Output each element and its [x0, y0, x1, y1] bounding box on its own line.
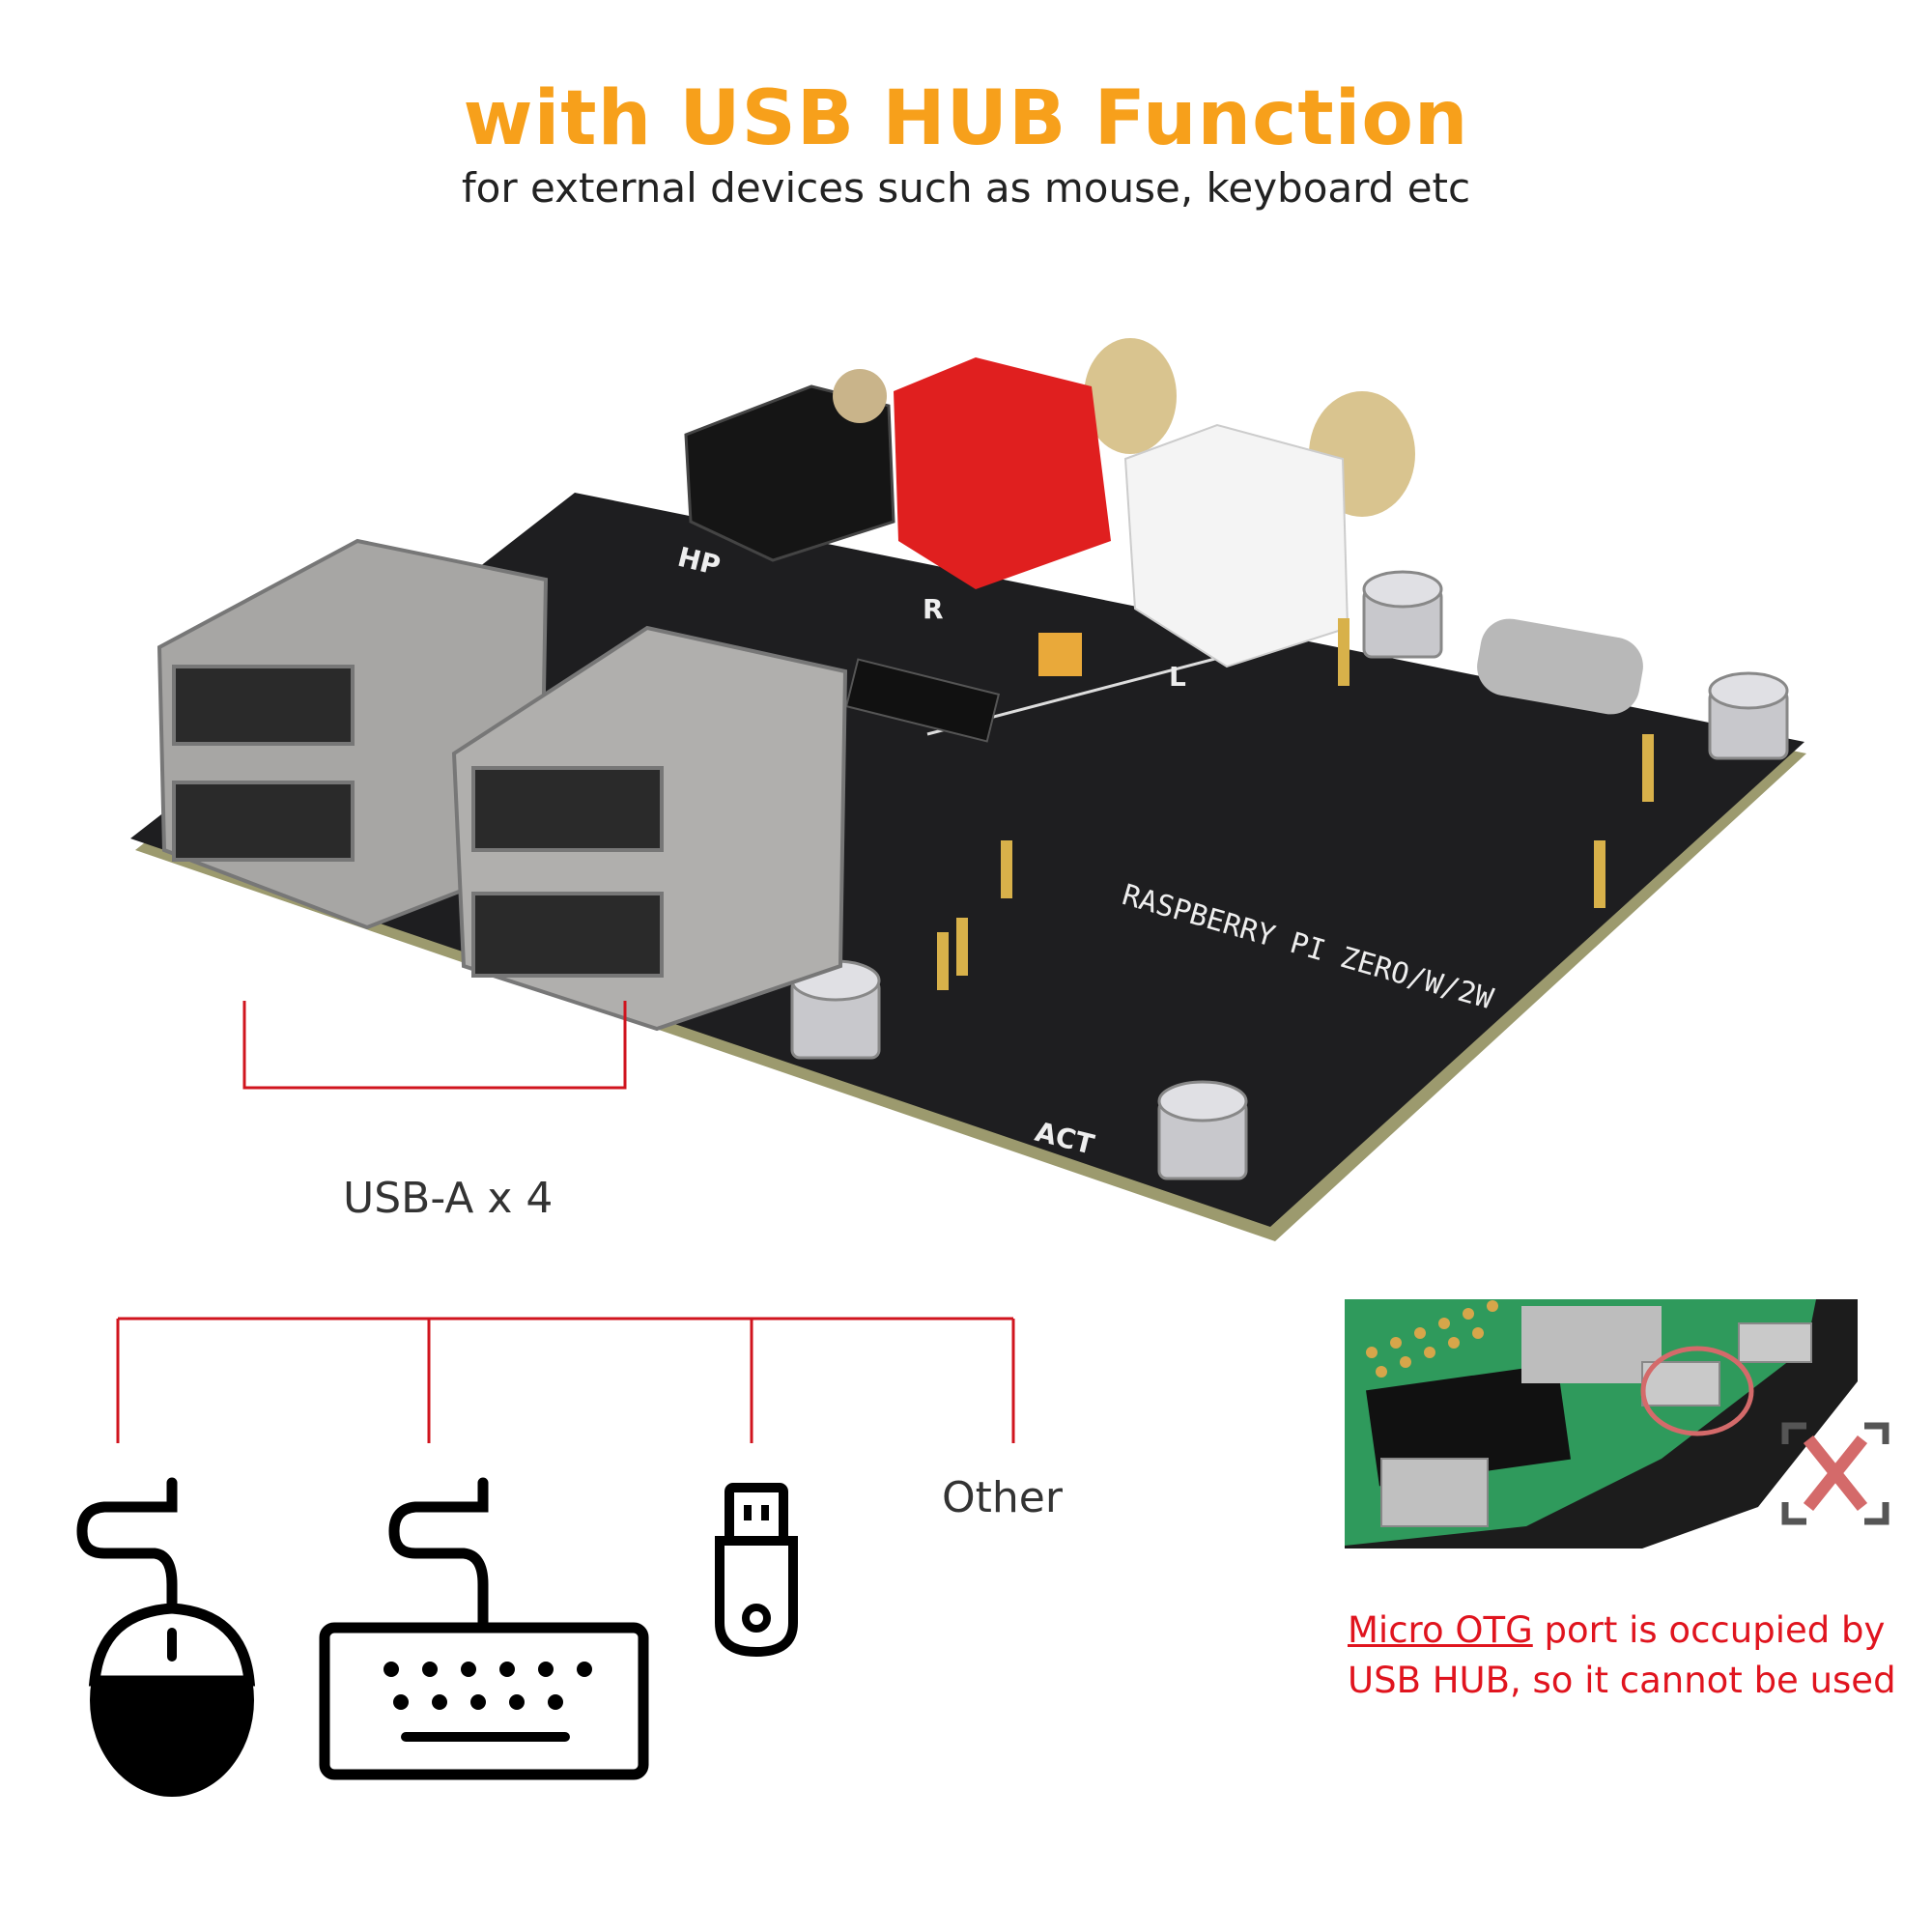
otg-warning-note: Micro OTG port is occupied by USB HUB, s… [1348, 1605, 1896, 1706]
usb-a-count-label: USB-A x 4 [343, 1174, 554, 1223]
not-allowed-x-icon [1781, 1422, 1889, 1525]
hat-board-image: RASPBERRY PI ZERO/W/2W HP R L ACT [130, 338, 1806, 1241]
page-title: with USB HUB Function [463, 75, 1469, 162]
page-subtitle: for external devices such as mouse, keyb… [461, 164, 1471, 212]
mouse-icon [76, 1477, 256, 1797]
silkscreen-l: L [1169, 661, 1186, 693]
usb-drive-icon [715, 1483, 798, 1658]
device-tree-lines [116, 1317, 1015, 1443]
usb-a-ports [156, 538, 848, 1032]
note-line-1-rest: port is occupied by [1532, 1609, 1886, 1651]
note-highlight: Micro OTG [1348, 1609, 1533, 1651]
otg-highlight-circle [1640, 1346, 1754, 1436]
pi-zero-otg-photo [1345, 1299, 1858, 1548]
note-line-2: USB HUB, so it cannot be used [1348, 1660, 1896, 1701]
usb-c-port [1477, 618, 1643, 715]
keyboard-icon [319, 1477, 649, 1780]
pcb [130, 493, 1804, 1227]
silkscreen-r: R [923, 593, 944, 625]
rca-red [894, 357, 1111, 589]
note-line-1: Micro OTG port is occupied by [1348, 1605, 1896, 1656]
usb-bracket [242, 1001, 627, 1090]
headphone-jack [684, 384, 895, 562]
other-device-label: Other [942, 1473, 1063, 1522]
